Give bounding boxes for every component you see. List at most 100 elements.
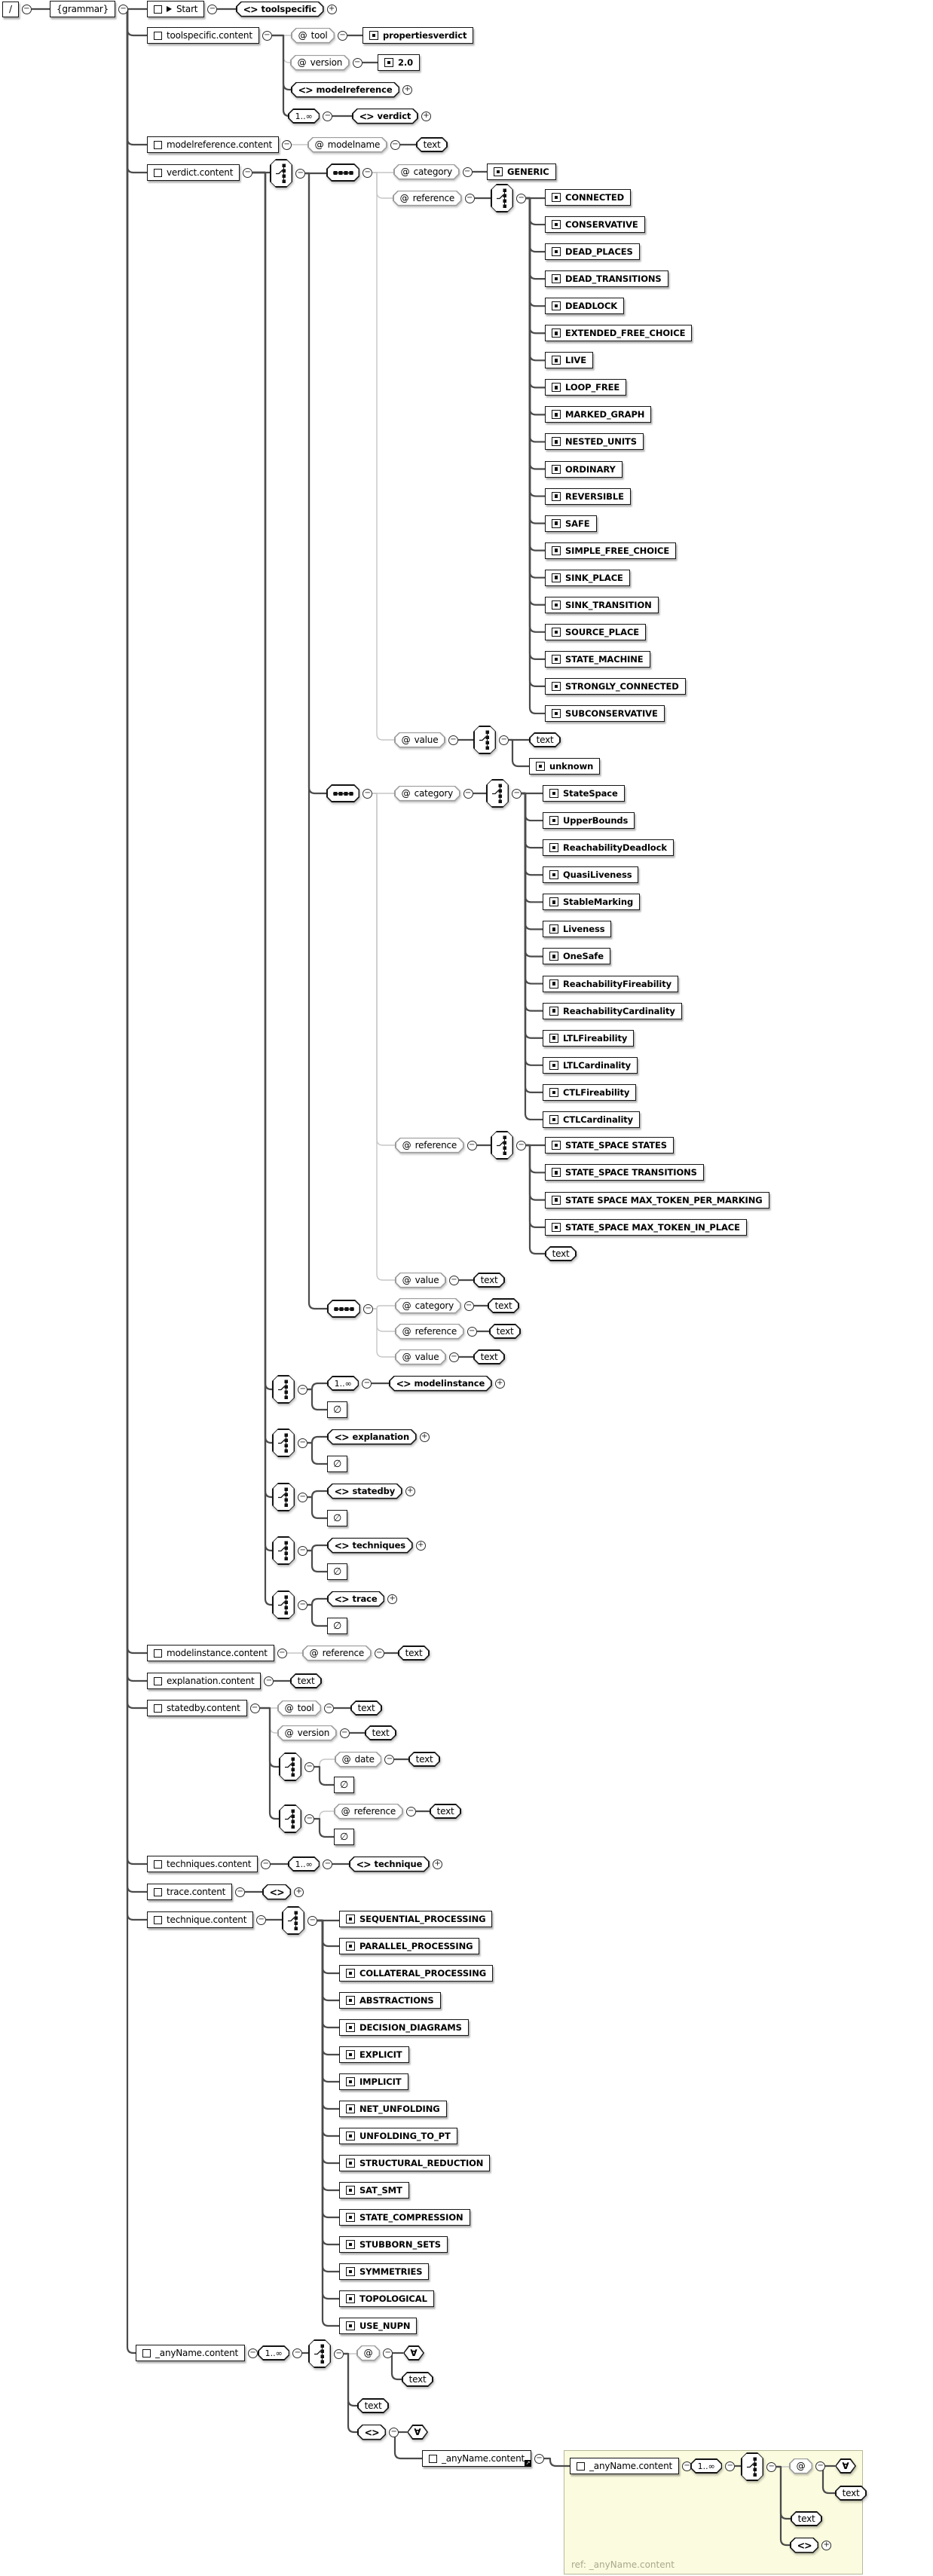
attribute-reference[interactable]: @reference <box>395 1138 464 1154</box>
attribute-category[interactable]: @category <box>394 786 460 802</box>
definition-statedby-content[interactable]: statedby.content <box>147 1700 247 1716</box>
choice-node[interactable] <box>272 1429 295 1457</box>
expand-icon[interactable]: + <box>432 1859 442 1869</box>
definition-techniques-content[interactable]: techniques.content <box>147 1856 258 1872</box>
collapse-icon[interactable]: − <box>462 167 473 177</box>
collapse-icon[interactable]: − <box>248 2348 258 2358</box>
collapse-icon[interactable]: − <box>534 2453 545 2464</box>
collapse-icon[interactable]: − <box>324 1703 335 1713</box>
collapse-icon[interactable]: − <box>815 2461 826 2471</box>
choice-node[interactable] <box>272 1375 295 1404</box>
occurrence-node[interactable]: 1..∞ <box>327 1376 359 1391</box>
attribute-reference[interactable]: @reference <box>395 1324 464 1340</box>
grammar-node[interactable]: {grammar} <box>50 1 116 17</box>
collapse-icon[interactable]: − <box>384 1754 395 1765</box>
attribute-tool[interactable]: @tool <box>277 1701 321 1716</box>
definition-modelinstance-content[interactable]: modelinstance.content <box>147 1645 274 1661</box>
collapse-icon[interactable]: − <box>725 2461 736 2471</box>
collapse-icon[interactable]: − <box>466 1326 477 1337</box>
definition-toolspecific-content[interactable]: toolspecific.content <box>147 27 259 44</box>
definition-start[interactable]: Start <box>147 1 205 17</box>
occurrence-node[interactable]: 1..∞ <box>288 108 320 124</box>
definition-anyname-content[interactable]: _anyName.content↗ <box>422 2450 532 2467</box>
occurrence-node[interactable]: 1..∞ <box>258 2345 289 2361</box>
collapse-icon[interactable]: − <box>298 1492 308 1502</box>
attribute-version[interactable]: @version <box>290 55 350 71</box>
element-statedby[interactable]: <>statedby <box>327 1484 402 1499</box>
collapse-icon[interactable]: − <box>512 788 522 799</box>
root-node[interactable]: / <box>2 1 19 17</box>
collapse-icon[interactable]: − <box>339 1728 350 1738</box>
collapse-icon[interactable]: − <box>405 1806 416 1817</box>
definition-modelreference-content[interactable]: modelreference.content <box>147 136 280 153</box>
element-modelinstance[interactable]: <>modelinstance <box>389 1376 492 1392</box>
sequence-node[interactable] <box>326 163 359 182</box>
choice-node[interactable] <box>279 1752 301 1781</box>
attribute-category[interactable]: @category <box>395 1298 461 1314</box>
collapse-icon[interactable]: − <box>282 139 292 150</box>
collapse-icon[interactable]: − <box>21 4 32 14</box>
attribute-reference[interactable]: @reference <box>334 1804 403 1820</box>
element-techniques[interactable]: <>techniques <box>327 1538 413 1554</box>
collapse-icon[interactable]: − <box>466 1140 477 1150</box>
choice-node[interactable] <box>270 159 292 188</box>
choice-node[interactable] <box>486 779 509 808</box>
sequence-node[interactable] <box>326 784 359 802</box>
attribute-category[interactable]: @category <box>393 164 460 180</box>
element-toolspecific[interactable]: <>toolspecific <box>236 2 324 17</box>
choice-node[interactable] <box>279 1804 301 1833</box>
choice-node[interactable] <box>741 2452 763 2481</box>
choice-node[interactable] <box>308 2339 331 2368</box>
collapse-icon[interactable]: − <box>323 1859 333 1869</box>
collapse-icon[interactable]: − <box>362 788 373 799</box>
element-anon[interactable]: <> <box>357 2425 386 2440</box>
attribute-anon[interactable]: @ <box>356 2345 380 2361</box>
element-explanation[interactable]: <>explanation <box>327 1429 417 1445</box>
expand-icon[interactable]: + <box>326 4 337 14</box>
collapse-icon[interactable]: − <box>464 193 475 203</box>
attribute-modelname[interactable]: @modelname <box>307 137 387 153</box>
collapse-icon[interactable]: − <box>448 735 458 745</box>
collapse-icon[interactable]: − <box>352 57 362 68</box>
choice-node[interactable] <box>282 1906 304 1935</box>
choice-node[interactable] <box>491 184 513 212</box>
collapse-icon[interactable]: − <box>249 1703 260 1713</box>
collapse-icon[interactable]: − <box>334 2348 344 2359</box>
collapse-icon[interactable]: − <box>256 1914 267 1925</box>
collapse-icon[interactable]: − <box>261 1859 271 1869</box>
collapse-icon[interactable]: − <box>362 167 373 178</box>
attribute-tool[interactable]: @tool <box>291 28 335 44</box>
collapse-icon[interactable]: − <box>264 1676 274 1686</box>
collapse-icon[interactable]: − <box>295 168 306 179</box>
element-anon[interactable]: <> <box>262 1884 291 1900</box>
expand-icon[interactable]: + <box>415 1540 426 1551</box>
occurrence-node[interactable]: 1..∞ <box>288 1856 320 1872</box>
choice-node[interactable] <box>491 1131 513 1160</box>
expand-icon[interactable]: + <box>421 111 431 121</box>
collapse-icon[interactable]: − <box>338 30 348 41</box>
expand-icon[interactable]: + <box>387 1594 398 1604</box>
attribute-anon[interactable]: @ <box>789 2458 812 2474</box>
expand-icon[interactable]: + <box>821 2540 832 2550</box>
collapse-icon[interactable]: − <box>463 788 473 799</box>
collapse-icon[interactable]: − <box>298 1438 308 1448</box>
element-technique[interactable]: <>technique <box>349 1856 430 1872</box>
choice-node[interactable] <box>272 1483 295 1511</box>
element-verdict[interactable]: <>verdict <box>352 108 418 124</box>
collapse-icon[interactable]: − <box>766 2461 777 2472</box>
choice-node[interactable] <box>272 1591 295 1619</box>
occurrence-node[interactable]: 1..∞ <box>690 2458 722 2474</box>
collapse-icon[interactable]: − <box>389 2427 399 2437</box>
collapse-icon[interactable]: − <box>390 139 400 150</box>
attribute-date[interactable]: @date <box>335 1752 381 1768</box>
attribute-value[interactable]: @value <box>395 1273 446 1288</box>
attribute-reference[interactable]: @reference <box>393 191 462 206</box>
definition-anyname-content[interactable]: _anyName.content <box>136 2345 246 2361</box>
expand-icon[interactable]: + <box>294 1887 304 1897</box>
collapse-icon[interactable]: − <box>262 30 272 41</box>
element-trace[interactable]: <>trace <box>327 1591 384 1607</box>
sequence-node[interactable] <box>327 1300 360 1318</box>
collapse-icon[interactable]: − <box>277 1648 287 1658</box>
collapse-icon[interactable]: − <box>516 1140 527 1150</box>
collapse-icon[interactable]: − <box>448 1352 459 1362</box>
